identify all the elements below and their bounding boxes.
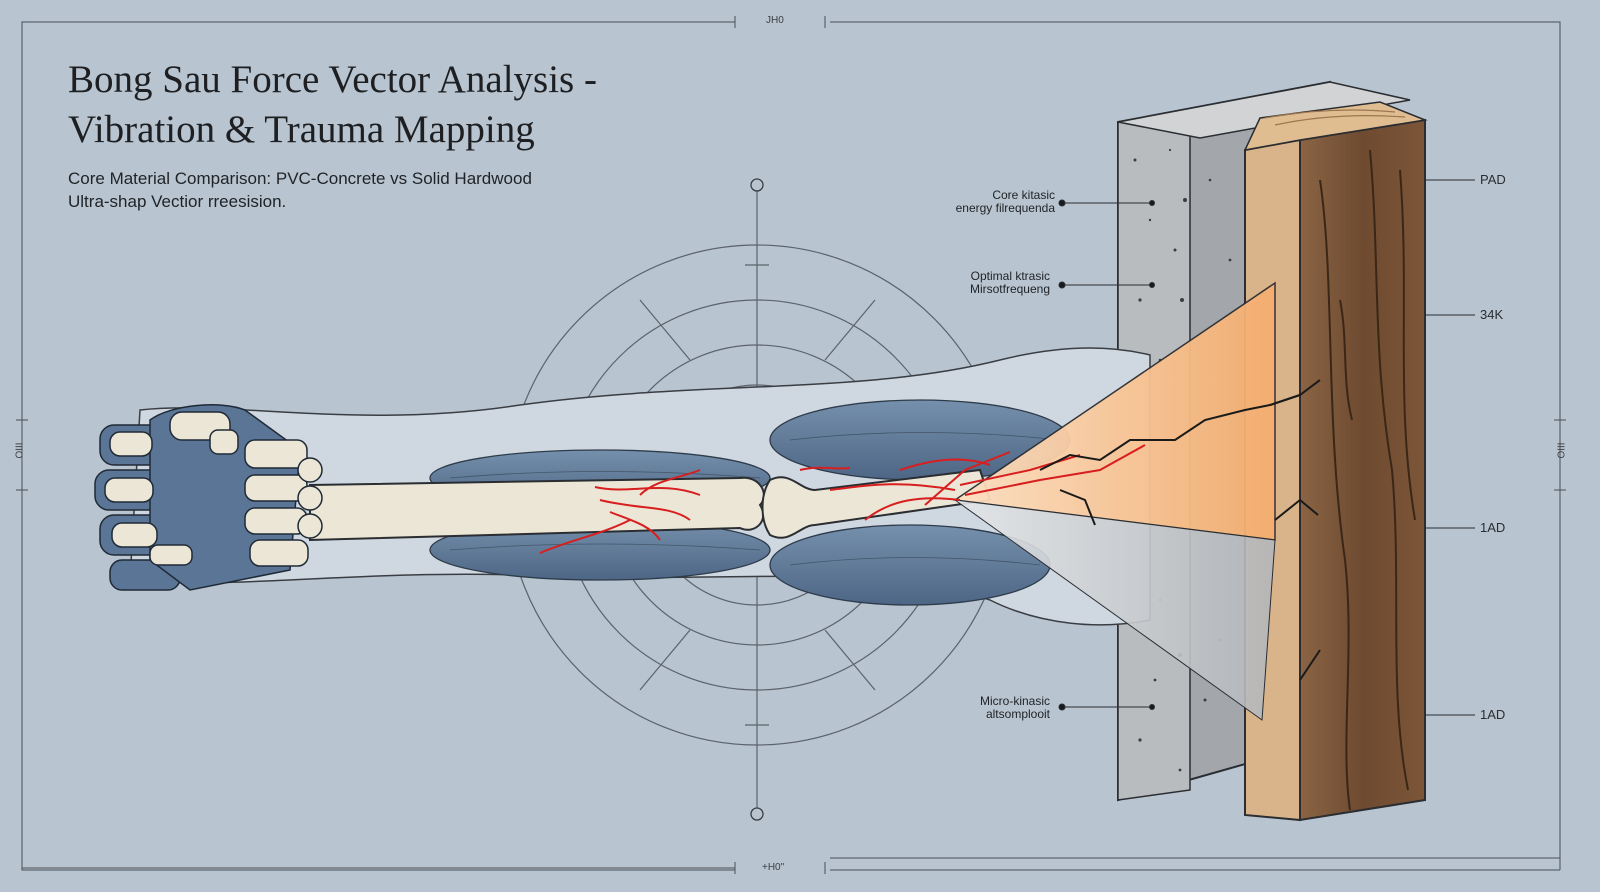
border-frame [16,16,1566,874]
scale-label: 34K [1480,307,1504,322]
frame-label-right: IIIO [1554,442,1566,459]
title-line-1: Bong Sau Force Vector Analysis - [68,58,597,101]
callout-core-frequency: Core kitasic energy filrequenda [956,189,1055,215]
trauma-crack-lines [539,444,1146,554]
frame-label-left: IIIO [12,442,24,459]
scale-leaders [1425,179,1475,716]
frame-label-bottom: +H0" [762,862,785,873]
subtitle-line-1: Core Material Comparison: PVC-Concrete v… [68,169,532,188]
callout-optimal-frequency: Optimal ktrasic Mirsotfrequeng [970,270,1050,296]
callout-leaders [1058,199,1155,711]
target-top-marker [750,178,764,192]
callout-line-2: Mirsotfrequeng [969,282,1050,296]
target-bottom-marker [750,807,764,821]
scale-label: PAD [1480,172,1506,187]
callout-line-2: energy filrequenda [955,201,1055,215]
scale-label: 1AD [1480,520,1506,535]
callout-line-1: Core kitasic [992,188,1055,202]
title-line-2: Vibration & Trauma Mapping [68,108,535,151]
callout-line-2: altsomplooit [985,707,1050,721]
callout-line-1: Optimal ktrasic [970,269,1050,283]
frame-label-top: JH0 [766,15,784,26]
force-vector-cone [952,281,1276,721]
wood-impact-cracks [1039,379,1321,681]
callout-micro-absorption: Micro-kinasic altsomplooit [980,695,1050,721]
subtitle-line-2: Ultra-shap Vectior rreesision. [68,192,287,211]
callout-line-1: Micro-kinasic [979,694,1050,708]
scale-label: 1AD [1480,707,1506,722]
title-block: Bong Sau Force Vector Analysis - Vibrati… [68,55,748,213]
